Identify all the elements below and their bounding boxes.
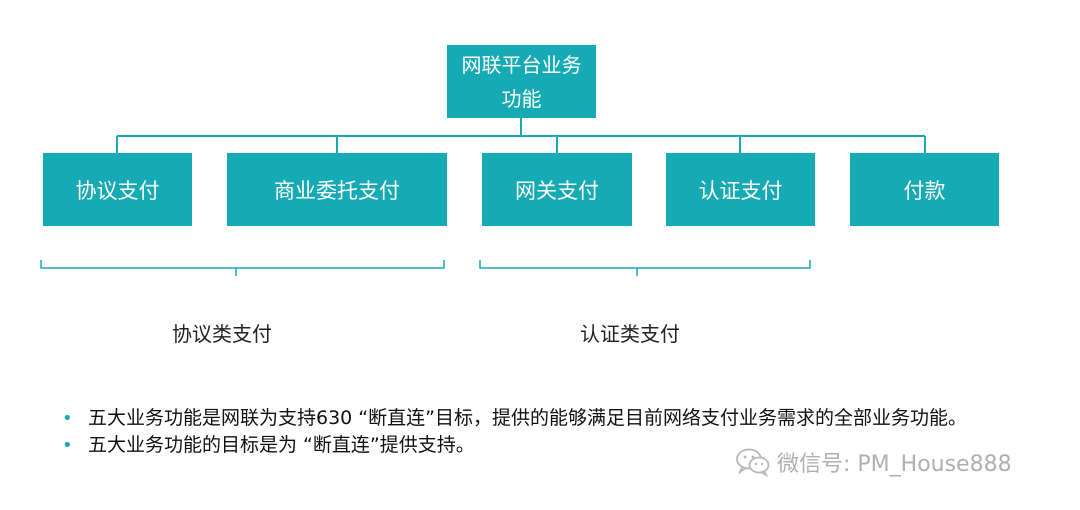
wechat-icon — [736, 448, 770, 477]
node-authentication-payment: 认证支付 — [666, 153, 815, 226]
watermark: 微信号: PM_House888 — [735, 446, 1012, 478]
node-protocol-payment: 协议支付 — [43, 153, 192, 226]
bullet-icon: • — [62, 408, 73, 429]
brace-protocol-group — [40, 260, 445, 276]
bullet-icon: • — [62, 435, 73, 456]
node-disbursement: 付款 — [850, 153, 999, 226]
list-item: • 五大业务功能是网联为支持630 “断直连”目标，提供的能够满足目前网络支付业… — [62, 405, 1052, 432]
node-commercial-entrusted-payment: 商业委托支付 — [227, 153, 447, 226]
list-item: • 五大业务功能的目标是为 “断直连”提供支持。 — [62, 432, 1052, 459]
group-label-protocol: 协议类支付 — [172, 322, 272, 346]
node-gateway-payment: 网关支付 — [482, 153, 632, 226]
note-text: 五大业务功能是网联为支持630 “断直连”目标，提供的能够满足目前网络支付业务需… — [88, 407, 967, 429]
group-label-authentication: 认证类支付 — [580, 322, 680, 346]
root-node: 网联平台业务功能 — [447, 45, 596, 118]
notes-list: • 五大业务功能是网联为支持630 “断直连”目标，提供的能够满足目前网络支付业… — [62, 405, 1052, 459]
note-text: 五大业务功能的目标是为 “断直连”提供支持。 — [88, 434, 475, 456]
brace-auth-group — [479, 260, 811, 276]
watermark-text: 微信号: PM_House888 — [777, 452, 1012, 477]
